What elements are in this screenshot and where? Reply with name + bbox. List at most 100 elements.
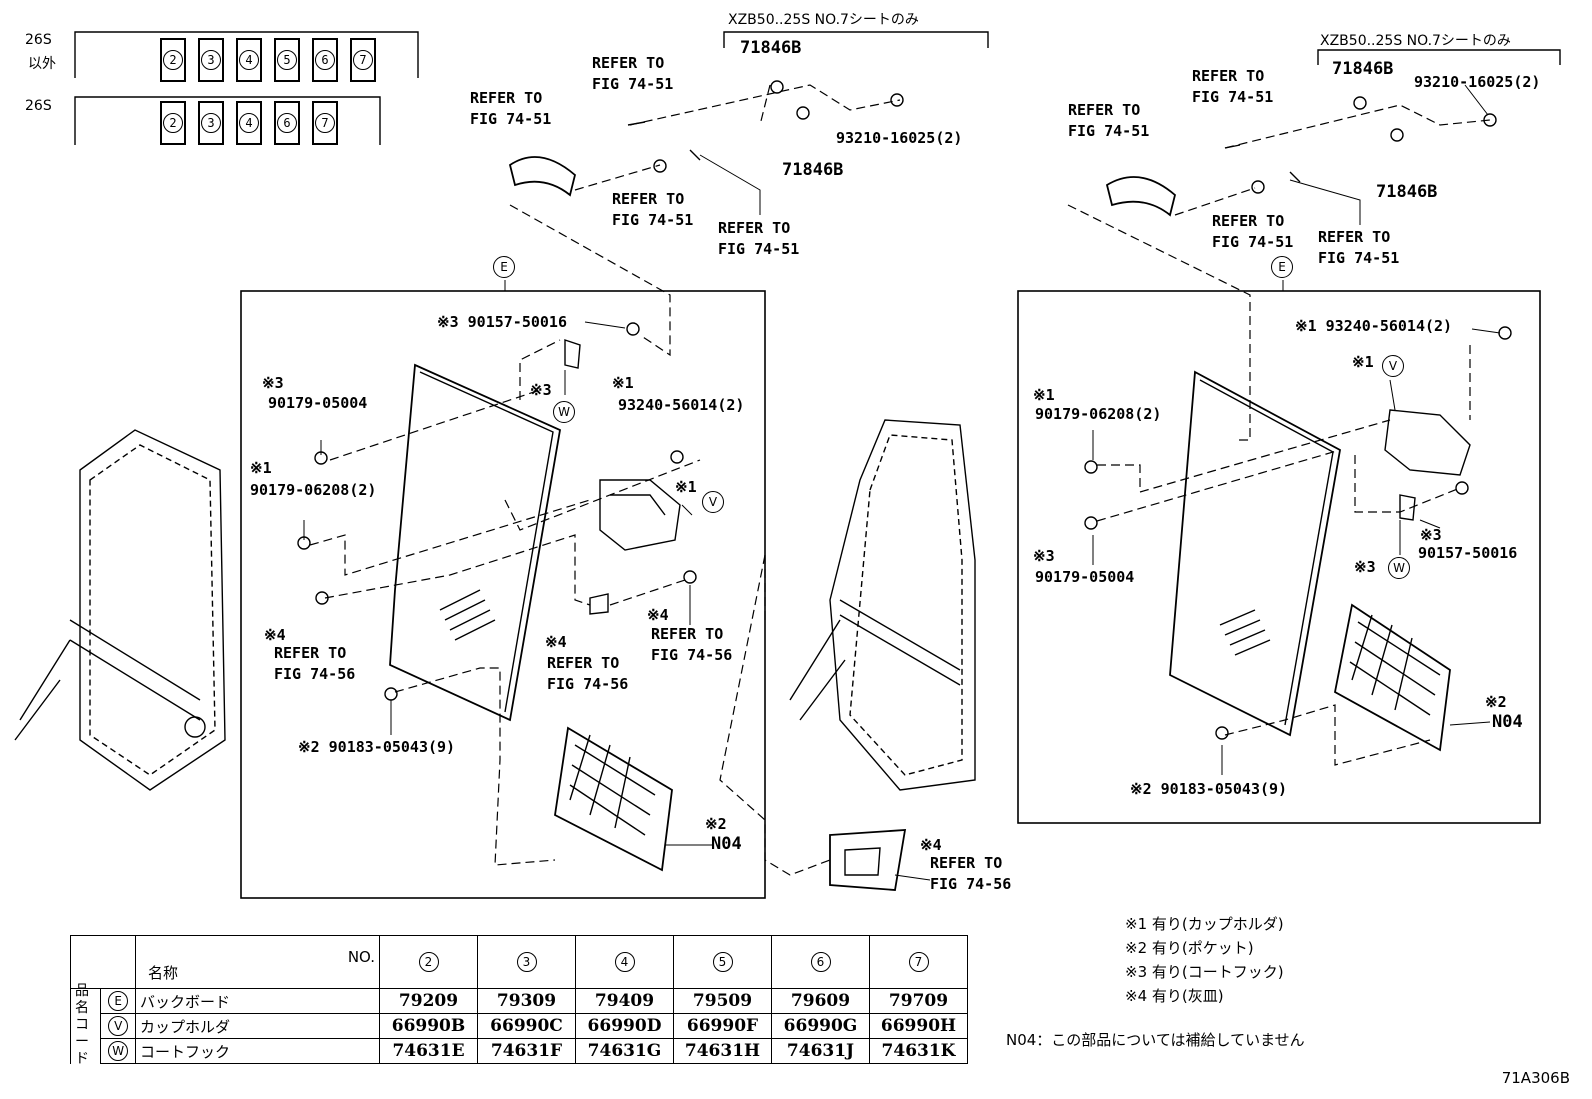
right-diagram-frame (1017, 290, 1541, 824)
table-seat-number: 3 (477, 935, 576, 989)
ashtray (829, 829, 907, 891)
part-code-cell: 79309 (477, 988, 576, 1014)
right-p-90179-06208: 90179-06208(2) (1035, 405, 1162, 423)
left-p-93240: 93240-56014(2) (618, 396, 745, 414)
row-symbol: E (108, 991, 129, 1011)
left-refer56-b: REFER TO FIG 74-56 (547, 654, 629, 693)
legend-seat-box: 7 (312, 101, 338, 145)
center-seat-frame (789, 419, 976, 791)
seat-number-circle: 2 (418, 952, 439, 972)
remark-item: ※2 有り(ポケット) (1125, 939, 1254, 957)
table-seat-number: 5 (673, 935, 772, 989)
right-p-90179-06208-mark: ※1 (1033, 386, 1055, 404)
left-p-90179-06208: 90179-06208(2) (250, 481, 377, 499)
seat-number-circle: 5 (712, 952, 733, 972)
legend-seat-box: 4 (236, 101, 262, 145)
seat-number-circle: 7 (908, 952, 929, 972)
legend-seat-number: 7 (315, 113, 335, 133)
left-v-circle: V (702, 491, 724, 513)
diagram-code: 71A306B (1501, 1069, 1570, 1087)
part-code-cell: 74631E (379, 1038, 478, 1064)
legend-seat-box: 2 (160, 101, 186, 145)
left-refer-c: REFER TO FIG 74-51 (612, 190, 694, 229)
legend-row2-label: 26S (25, 98, 52, 114)
row-symbol-cell: W (100, 1038, 136, 1064)
right-v-circle: V (1382, 355, 1404, 377)
legend-seat-number: 3 (201, 50, 221, 70)
seat-number-circle: 3 (516, 952, 537, 972)
ashtray-mark: ※4 (920, 836, 942, 854)
remarks-list: ※1 有り(カップホルダ) ※2 有り(ポケット) ※3 有り(コートフック) ※4 … (1125, 912, 1284, 1008)
left-p-90183: ※2 90183-05043(9) (298, 738, 456, 756)
left-net-pocket (554, 726, 673, 872)
legend-row1-label-a: 26S (25, 32, 52, 48)
legend-seat-box: 5 (274, 38, 300, 82)
left-refer56-c-mark: ※4 (647, 606, 669, 624)
legend-seat-box: 3 (198, 101, 224, 145)
right-p-90179-05004: 90179-05004 (1035, 568, 1135, 586)
part-code-cell: 74631K (869, 1038, 968, 1064)
left-diagram-frame (240, 290, 766, 899)
left-refer56-a-mark: ※4 (264, 626, 286, 644)
left-refer56-a: REFER TO FIG 74-56 (274, 644, 356, 683)
part-code-cell: 74631H (673, 1038, 772, 1064)
left-refer56-b-mark: ※4 (545, 633, 567, 651)
left-p-93240-mark: ※1 (612, 374, 634, 392)
legend-row1-label-b: 以外 (28, 56, 56, 72)
remark-item: ※3 有り(コートフック) (1125, 963, 1284, 981)
right-w-circle: W (1388, 557, 1410, 579)
legend-seat-number: 4 (239, 113, 259, 133)
right-refer-d: REFER TO FIG 74-51 (1318, 228, 1400, 267)
legend-seat-box: 6 (312, 38, 338, 82)
left-p-90179-06208-mark: ※1 (250, 459, 272, 477)
right-p-90179-05004-mark: ※3 (1033, 547, 1055, 565)
left-part-93210: 93210-16025(2) (836, 129, 963, 147)
left-seat-frame (14, 429, 226, 791)
table-seat-number: 2 (379, 935, 478, 989)
part-code-cell: 79609 (771, 988, 870, 1014)
right-n04: N04 (1492, 712, 1523, 732)
row-part-name: カップホルダ (135, 1013, 380, 1039)
right-w-mark: ※3 (1354, 558, 1376, 576)
row-part-name: バックボード (135, 988, 380, 1014)
left-note-top: XZB50..25S NO.7シートのみ (728, 12, 919, 28)
legend-seat-number: 3 (201, 113, 221, 133)
legend-seat-box: 6 (274, 101, 300, 145)
right-n04-mark: ※2 (1485, 693, 1507, 711)
left-grip-handle (508, 156, 577, 197)
right-part-71846b-a: 71846B (1332, 59, 1394, 79)
row-header-cell (69, 1038, 102, 1064)
seat-number-circle: 6 (810, 952, 831, 972)
left-refer-b: REFER TO FIG 74-51 (592, 54, 674, 93)
remark-item: ※4 有り(灰皿) (1125, 987, 1224, 1005)
legend-seat-number: 4 (239, 50, 259, 70)
row-symbol-cell: E (100, 988, 136, 1014)
row-header-cell (69, 1013, 102, 1039)
legend-seat-number: 6 (277, 113, 297, 133)
table-seat-number: 4 (575, 935, 674, 989)
remark-item: ※1 有り(カップホルダ) (1125, 915, 1284, 933)
legend-seat-number: 6 (315, 50, 335, 70)
part-code-cell: 66990B (379, 1013, 478, 1039)
left-refer-d: REFER TO FIG 74-51 (718, 219, 800, 258)
right-refer-c: REFER TO FIG 74-51 (1212, 212, 1294, 251)
n04-note: N04：この部品については補給していません (1006, 1031, 1305, 1049)
right-note-top: XZB50..25S NO.7シートのみ (1320, 33, 1511, 49)
part-code-cell: 74631J (771, 1038, 870, 1064)
part-code-cell: 66990C (477, 1013, 576, 1039)
right-cup-holder (1384, 409, 1471, 476)
right-v-mark: ※1 (1352, 353, 1374, 371)
legend-seat-number: 2 (163, 50, 183, 70)
table-seat-number: 6 (771, 935, 870, 989)
right-marker-e: E (1271, 256, 1293, 278)
legend-seat-number: 5 (277, 50, 297, 70)
part-code-cell: 79409 (575, 988, 674, 1014)
right-net-pocket (1333, 603, 1451, 752)
left-part-71846b-a: 71846B (740, 38, 802, 58)
legend-seat-box: 4 (236, 38, 262, 82)
